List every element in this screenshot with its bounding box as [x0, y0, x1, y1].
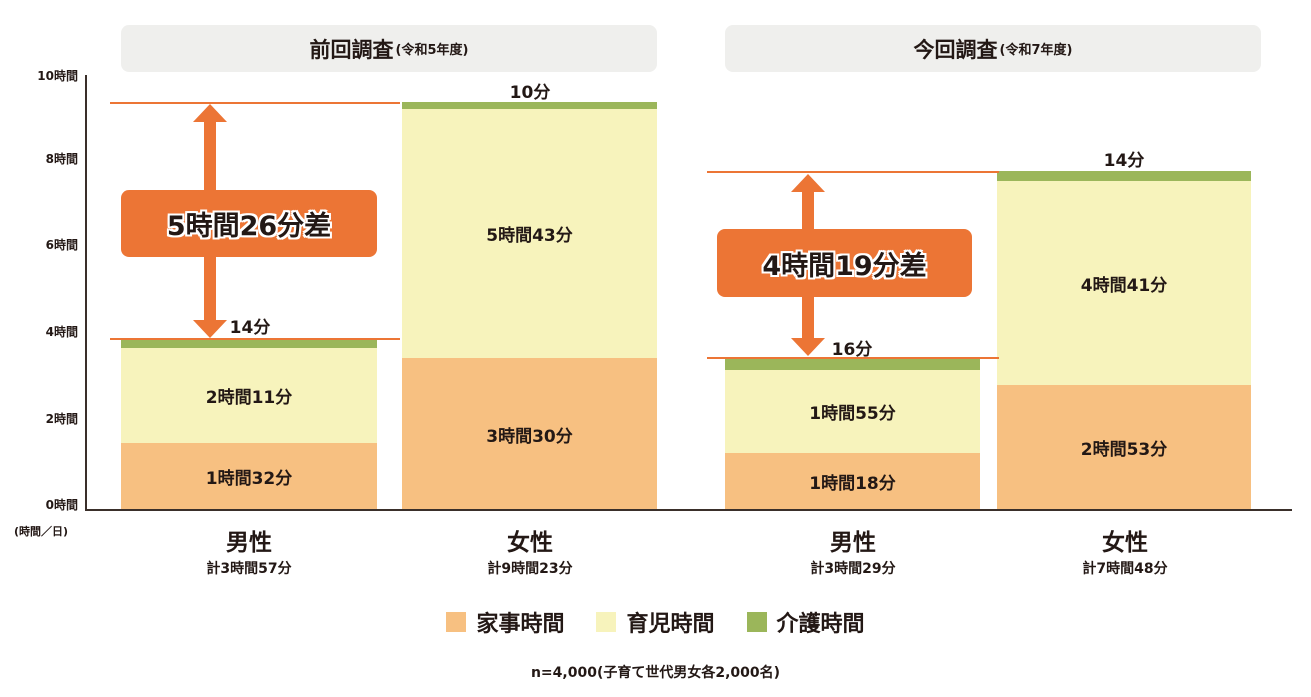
reference-line-top: [110, 102, 400, 104]
segment-label: 2時間11分: [205, 388, 293, 408]
arrow-up-icon: [791, 174, 825, 192]
segment-childcare: 1時間55分: [725, 370, 980, 453]
panel-title: 今回調査: [913, 37, 998, 62]
panel-header-current: 今回調査 (令和7年度): [725, 25, 1261, 72]
total-label-curr-male: 計3時間29分: [810, 561, 896, 577]
segment-care: [997, 171, 1251, 181]
legend-item-nursing-care: 介護時間: [746, 606, 865, 638]
difference-badge-current: 4時間19分差: [717, 229, 972, 297]
bar-prev-female: 5時間43分 3時間30分: [402, 102, 657, 510]
legend-label: 介護時間: [776, 612, 865, 637]
legend-label: 育児時間: [626, 612, 715, 637]
total-label-curr-female: 計7時間48分: [1082, 561, 1168, 577]
total-label-prev-female: 計9時間23分: [487, 561, 573, 577]
arrow-down-icon: [193, 320, 227, 338]
segment-housework: 1時間32分: [121, 443, 377, 510]
y-tick-8: 8時間: [45, 152, 78, 166]
segment-label: 1時間55分: [809, 404, 896, 424]
segment-label: 4時間41分: [1080, 275, 1168, 296]
care-label-curr-female: 14分: [1103, 151, 1145, 171]
arrow-down-icon: [791, 338, 825, 356]
sample-size-note: n=4,000(子育て世代男女各2,000名): [530, 665, 781, 681]
panel-subtitle: (令和7年度): [999, 43, 1073, 58]
y-axis-line: [85, 75, 87, 511]
segment-care: [402, 102, 657, 109]
arrow-up-icon: [193, 104, 227, 122]
panel-subtitle: (令和5年度): [395, 43, 469, 58]
difference-label: 5時間26分差: [166, 211, 332, 242]
panel-header-previous: 前回調査 (令和5年度): [121, 25, 657, 72]
y-tick-0: 0時間: [45, 498, 78, 512]
difference-label: 4時間19分差: [762, 250, 927, 282]
gender-label-prev-female: 女性: [507, 530, 553, 556]
segment-care: [121, 338, 377, 348]
segment-childcare: 4時間41分: [997, 181, 1251, 385]
gender-label-prev-male: 男性: [226, 530, 272, 556]
y-tick-4: 4時間: [45, 325, 78, 339]
legend: 家事時間 育児時間 介護時間: [0, 606, 1311, 638]
segment-label: 1時間32分: [205, 469, 293, 489]
segment-label: 3時間30分: [486, 426, 573, 447]
gender-label-curr-male: 男性: [830, 530, 876, 556]
legend-item-housework: 家事時間: [446, 606, 564, 638]
bar-curr-male: 1時間55分 1時間18分: [725, 359, 980, 510]
bar-curr-female: 4時間41分 2時間53分: [997, 171, 1251, 510]
reference-line-bottom: [707, 357, 999, 359]
reference-line-top: [707, 171, 999, 173]
bar-prev-male: 2時間11分 1時間32分: [121, 338, 377, 510]
segment-housework: 3時間30分: [402, 358, 657, 510]
segment-label: 1時間18分: [809, 474, 896, 494]
segment-housework: 2時間53分: [997, 385, 1251, 510]
childcare-swatch-icon: [596, 612, 617, 632]
segment-label: 2時間53分: [1080, 440, 1168, 460]
panel-title: 前回調査: [309, 37, 394, 62]
y-tick-10: 10時間: [37, 69, 78, 83]
total-label-prev-male: 計3時間57分: [206, 561, 292, 577]
reference-line-bottom: [110, 338, 400, 340]
legend-item-childcare: 育児時間: [596, 606, 715, 638]
y-tick-6: 6時間: [45, 238, 78, 252]
difference-badge-previous: 5時間26分差: [121, 190, 377, 257]
care-label-curr-male: 16分: [831, 340, 873, 360]
gender-label-curr-female: 女性: [1102, 530, 1148, 556]
care-swatch-icon: [746, 612, 767, 632]
care-label-prev-female: 10分: [509, 83, 551, 103]
segment-care: [725, 359, 980, 370]
segment-childcare: 2時間11分: [121, 348, 377, 443]
segment-housework: 1時間18分: [725, 453, 980, 510]
y-tick-2: 2時間: [45, 412, 78, 426]
y-axis-unit: (時間／日): [14, 525, 69, 538]
x-axis-line: [85, 509, 1292, 511]
care-label-prev-male: 14分: [229, 318, 271, 338]
segment-childcare: 5時間43分: [402, 109, 657, 358]
segment-label: 5時間43分: [486, 226, 573, 246]
legend-label: 家事時間: [476, 612, 565, 637]
housework-swatch-icon: [446, 612, 467, 632]
